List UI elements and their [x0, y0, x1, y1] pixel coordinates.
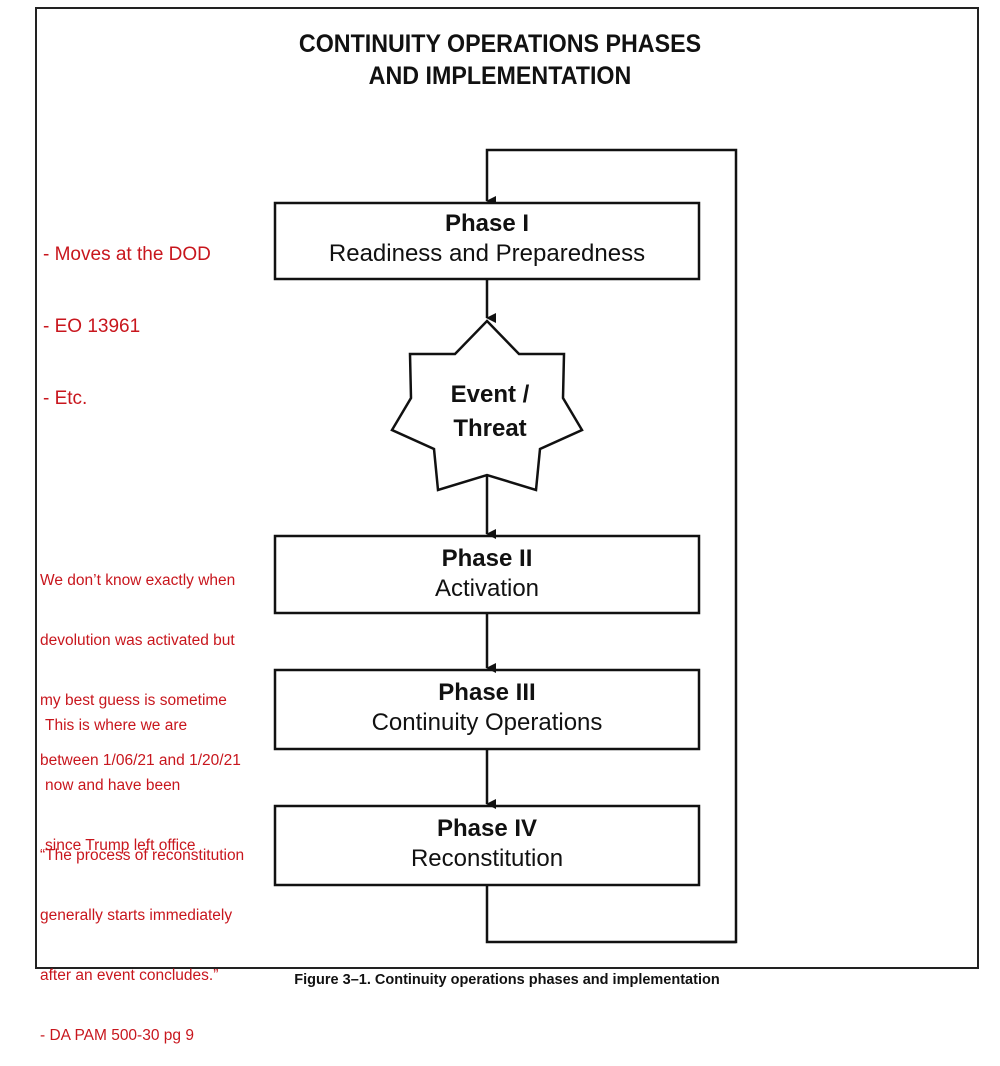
event-threat-star [390, 319, 584, 492]
phase-3-text: Phase III Continuity Operations [275, 678, 699, 738]
annotation-line: my best guess is sometime [40, 692, 227, 709]
event-line-2: Threat [453, 415, 527, 442]
title-line-2: AND IMPLEMENTATION [368, 62, 632, 90]
phase-3-label: Phase III [438, 679, 536, 706]
annotation-line: between 1/06/21 and 1/20/21 [40, 752, 241, 769]
phase-4-text: Phase IV Reconstitution [275, 814, 699, 874]
annotation-line: now and have been [45, 777, 181, 794]
annotation-line: We don’t know exactly when [40, 572, 236, 589]
annotation-line: since Trump left office [45, 837, 196, 854]
phase-2-name: Activation [434, 575, 540, 602]
annotation-line: This is where we are [45, 717, 188, 734]
annotation-phase-1: - Moves at the DOD - EO 13961 - Etc. [43, 195, 211, 435]
annotation-phase-3: This is where we are now and have been s… [45, 676, 195, 876]
annotation-line: devolution was activated but [40, 632, 235, 649]
phase-2-label: Phase II [441, 545, 533, 572]
annotation-line: after an event concludes.” [40, 967, 219, 984]
annotation-line: generally starts immediately [40, 907, 233, 924]
phase-1-name: Readiness and Preparedness [328, 240, 646, 267]
phase-4-name: Reconstitution [410, 845, 564, 872]
annotation-line: - EO 13961 [43, 316, 141, 337]
phase-4-label: Phase IV [436, 815, 538, 842]
event-line-1: Event / [450, 381, 530, 408]
title-line-1: CONTINUITY OPERATIONS PHASES [298, 30, 702, 58]
phase-3-name: Continuity Operations [371, 709, 603, 736]
phase-1-text: Phase I Readiness and Preparedness [275, 209, 699, 269]
annotation-line: - DA PAM 500-30 pg 9 [40, 1027, 194, 1044]
phase-1-label: Phase I [444, 210, 530, 237]
annotation-phase-4: “The process of reconstitution generally… [40, 806, 244, 1066]
annotation-line: - Etc. [43, 388, 88, 409]
annotation-line: - Moves at the DOD [43, 244, 211, 265]
diagram-title: CONTINUITY OPERATIONS PHASES AND IMPLEME… [35, 28, 965, 92]
flow-diagram [273, 148, 738, 944]
annotation-line: “The process of reconstitution [40, 847, 245, 864]
figure-caption: Figure 3–1. Continuity operations phases… [294, 972, 720, 988]
annotation-phase-2: We don’t know exactly when devolution wa… [40, 531, 241, 791]
loop-start-connector [485, 885, 736, 944]
event-threat-text: Event / Threat [420, 378, 560, 446]
figure-frame [35, 7, 979, 969]
phase-2-text: Phase II Activation [275, 544, 699, 604]
